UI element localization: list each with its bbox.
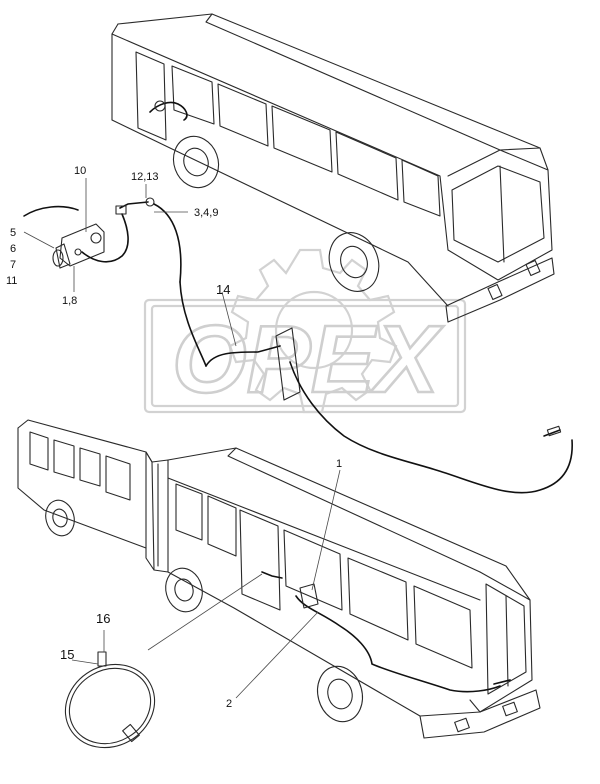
wire-harness-bottom <box>147 469 511 699</box>
callout-16: 16 <box>96 611 111 626</box>
callout-11: 11 <box>6 275 18 287</box>
callout-14: 14 <box>216 282 231 297</box>
callout-15: 15 <box>60 647 75 662</box>
gear-outline <box>228 248 398 414</box>
lamp-assembly-detail <box>23 178 188 292</box>
callout-2: 2 <box>226 698 233 710</box>
bottom-bus-outline <box>17 419 541 739</box>
callout-1-8: 1,8 <box>62 295 78 307</box>
watermark-frame <box>143 298 467 414</box>
callout-6: 6 <box>10 243 17 255</box>
sealing-ring <box>64 630 156 749</box>
callout-12-13: 12,13 <box>131 171 159 183</box>
callout-7: 7 <box>10 259 17 271</box>
top-bus-outline <box>111 13 555 323</box>
wire-harness-14 <box>179 281 573 494</box>
callout-3-4-9: 3,4,9 <box>194 207 219 219</box>
watermark-text: OPEX <box>172 306 444 413</box>
callout-1: 1 <box>336 458 343 470</box>
callout-10: 10 <box>74 165 87 177</box>
callout-5: 5 <box>10 227 17 239</box>
opex-watermark-logo: OPEX <box>143 248 467 414</box>
